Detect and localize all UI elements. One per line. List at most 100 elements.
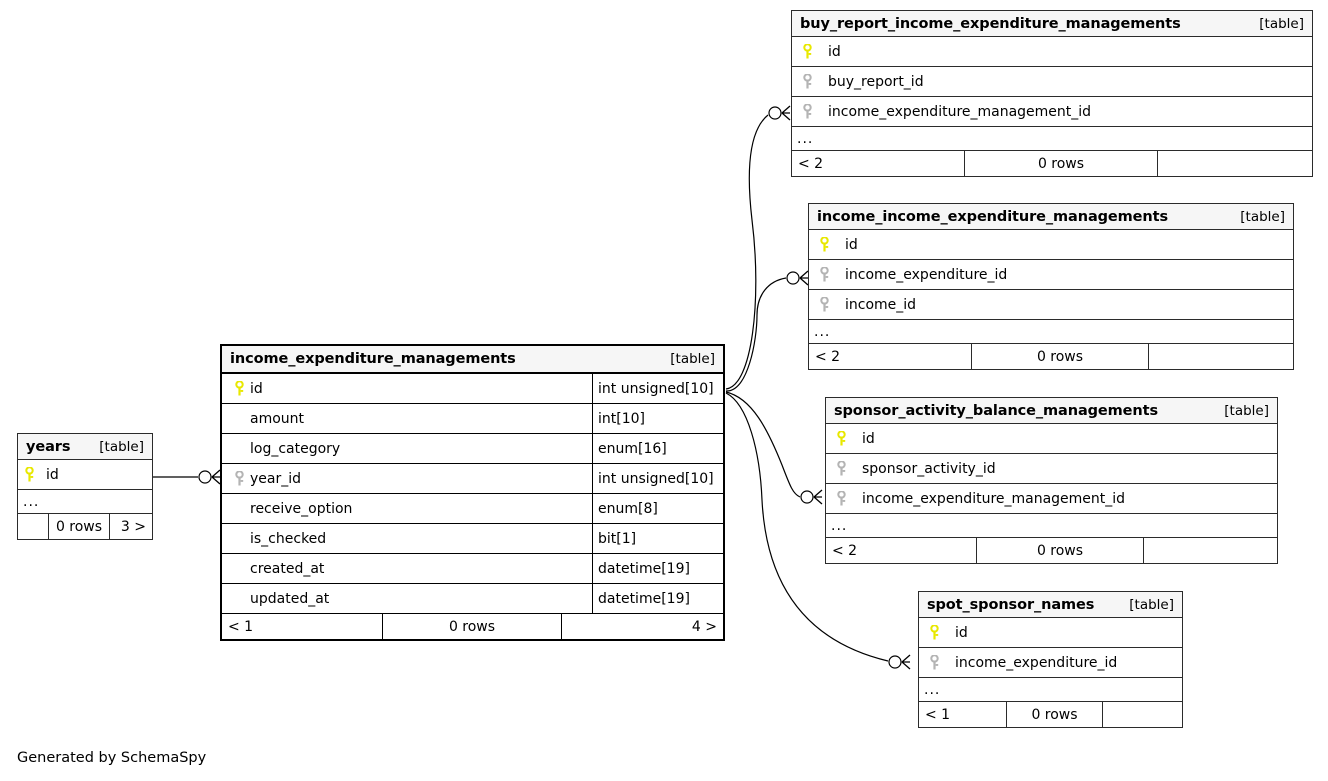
table-kind: [table] xyxy=(1129,596,1174,613)
footer-row-count: 0 rows xyxy=(48,514,110,539)
footer-row-count: 0 rows xyxy=(976,538,1144,563)
table-row[interactable]: updated_at datetime[19] xyxy=(222,584,723,614)
table-header: years [table] xyxy=(18,434,152,460)
more-columns-indicator: ... xyxy=(919,678,1182,702)
more-columns-indicator: ... xyxy=(826,514,1277,538)
footer-child-count[interactable]: 4 > xyxy=(691,618,717,635)
footer-parent-count[interactable]: < 1 xyxy=(925,706,951,723)
edge-main-to-sponsor-activity xyxy=(725,391,823,505)
table-kind: [table] xyxy=(670,351,715,367)
footer-row-count: 0 rows xyxy=(971,344,1149,369)
column-name: id xyxy=(46,466,59,483)
primary-key-icon xyxy=(919,624,949,641)
table-income-expenditure-managements[interactable]: income_expenditure_managements [table] i… xyxy=(220,344,725,641)
column-name: id xyxy=(845,236,858,253)
column-type: int unsigned[10] xyxy=(592,374,723,403)
edge-main-to-income-income xyxy=(725,270,809,392)
footer-child-count[interactable]: 3 > xyxy=(120,518,146,535)
table-header: buy_report_income_expenditure_management… xyxy=(792,11,1312,37)
table-row[interactable]: buy_report_id xyxy=(792,67,1312,97)
footer-parent-count[interactable]: < 2 xyxy=(815,348,841,365)
table-title: sponsor_activity_balance_managements xyxy=(834,402,1158,419)
column-type: int unsigned[10] xyxy=(592,464,723,493)
foreign-key-icon xyxy=(792,103,822,120)
table-row[interactable]: income_expenditure_id xyxy=(809,260,1293,290)
schemaspy-credit: Generated by SchemaSpy xyxy=(17,750,207,766)
table-row[interactable]: is_checked bit[1] xyxy=(222,524,723,554)
table-footer: < 1 0 rows xyxy=(919,702,1182,727)
table-header: income_expenditure_managements [table] xyxy=(222,346,723,374)
table-row[interactable]: receive_option enum[8] xyxy=(222,494,723,524)
table-row[interactable]: log_category enum[16] xyxy=(222,434,723,464)
table-title: buy_report_income_expenditure_management… xyxy=(800,15,1181,32)
footer-parent-count[interactable]: < 2 xyxy=(832,542,858,559)
table-buy-report-income-expenditure-managements[interactable]: buy_report_income_expenditure_management… xyxy=(791,10,1313,177)
table-title: income_expenditure_managements xyxy=(230,351,516,367)
column-name: updated_at xyxy=(250,590,330,607)
column-name: year_id xyxy=(250,470,302,487)
table-footer: < 2 0 rows xyxy=(826,538,1277,563)
column-name-cell: is_checked xyxy=(222,524,592,553)
table-row[interactable]: income_id xyxy=(809,290,1293,320)
table-row[interactable]: id xyxy=(919,618,1182,648)
table-title: income_income_expenditure_managements xyxy=(817,208,1168,225)
table-row[interactable]: id int unsigned[10] xyxy=(222,374,723,404)
column-name-cell: created_at xyxy=(222,554,592,583)
footer-child-count[interactable] xyxy=(1144,538,1277,563)
footer-parent-count[interactable]: < 1 xyxy=(228,618,254,635)
table-row[interactable]: year_id int unsigned[10] xyxy=(222,464,723,494)
table-row[interactable]: created_at datetime[19] xyxy=(222,554,723,584)
table-header: sponsor_activity_balance_managements [ta… xyxy=(826,398,1277,424)
column-name: is_checked xyxy=(250,530,327,547)
primary-key-icon xyxy=(18,466,40,483)
column-name: id xyxy=(955,624,968,641)
column-name-cell: updated_at xyxy=(222,584,592,613)
table-years[interactable]: years [table] id ... 0 rows 3 > xyxy=(17,433,153,540)
foreign-key-icon xyxy=(826,460,856,477)
table-footer: < 2 0 rows xyxy=(792,151,1312,176)
column-name: id xyxy=(862,430,875,447)
foreign-key-icon xyxy=(792,73,822,90)
column-name: income_expenditure_id xyxy=(845,266,1008,283)
table-sponsor-activity-balance-managements[interactable]: sponsor_activity_balance_managements [ta… xyxy=(825,397,1278,564)
table-row[interactable]: sponsor_activity_id xyxy=(826,454,1277,484)
footer-parent-count[interactable]: < 2 xyxy=(798,155,824,172)
column-type: bit[1] xyxy=(592,524,723,553)
column-name: created_at xyxy=(250,560,325,577)
foreign-key-icon xyxy=(826,490,856,507)
table-row[interactable]: income_expenditure_management_id xyxy=(792,97,1312,127)
column-type: enum[8] xyxy=(592,494,723,523)
column-name: income_expenditure_management_id xyxy=(862,490,1126,507)
column-name: id xyxy=(250,380,263,397)
column-name: id xyxy=(828,43,841,60)
table-row[interactable]: income_expenditure_id xyxy=(919,648,1182,678)
column-name-cell: log_category xyxy=(222,434,592,463)
table-row[interactable]: id xyxy=(18,460,152,490)
footer-child-count[interactable] xyxy=(1149,344,1293,369)
column-name-cell: amount xyxy=(222,404,592,433)
table-row[interactable]: id xyxy=(826,424,1277,454)
table-footer: 0 rows 3 > xyxy=(18,514,152,539)
table-kind: [table] xyxy=(99,438,144,455)
footer-parent-count[interactable] xyxy=(18,514,48,539)
column-name: income_id xyxy=(845,296,917,313)
table-row[interactable]: id xyxy=(792,37,1312,67)
table-income-income-expenditure-managements[interactable]: income_income_expenditure_managements [t… xyxy=(808,203,1294,370)
table-header: spot_sponsor_names [table] xyxy=(919,592,1182,618)
table-row[interactable]: income_expenditure_management_id xyxy=(826,484,1277,514)
foreign-key-icon xyxy=(809,296,839,313)
column-name: income_expenditure_management_id xyxy=(828,103,1092,120)
table-row[interactable]: amount int[10] xyxy=(222,404,723,434)
column-type: int[10] xyxy=(592,404,723,433)
footer-child-count[interactable] xyxy=(1103,702,1182,727)
foreign-key-icon xyxy=(809,266,839,283)
column-name: receive_option xyxy=(250,500,353,517)
column-type: datetime[19] xyxy=(592,584,723,613)
table-spot-sponsor-names[interactable]: spot_sponsor_names [table] id income_exp… xyxy=(918,591,1183,728)
column-name: sponsor_activity_id xyxy=(862,460,996,477)
table-row[interactable]: id xyxy=(809,230,1293,260)
edge-years-to-main xyxy=(153,469,221,485)
more-columns-indicator: ... xyxy=(809,320,1293,344)
footer-child-count[interactable] xyxy=(1158,151,1312,176)
